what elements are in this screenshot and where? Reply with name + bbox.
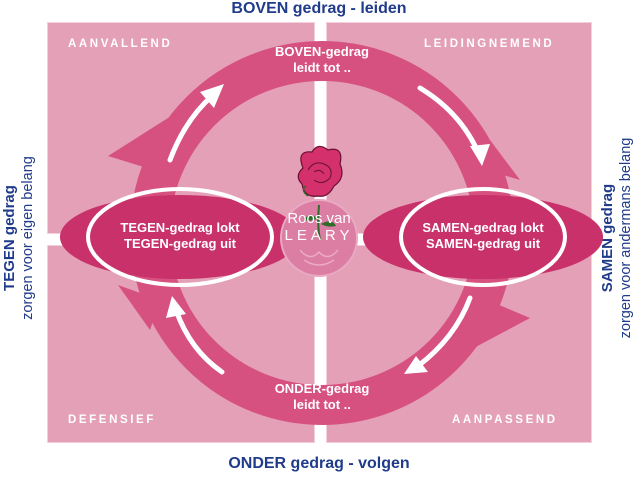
right-node-outline — [399, 187, 567, 287]
quadrant-label-bottom-left: DEFENSIEF — [68, 414, 156, 426]
arrow-curve-top-right — [417, 85, 481, 155]
rose-icon — [297, 145, 343, 241]
arrowhead-top-right — [470, 144, 490, 166]
ring-notch-left — [118, 285, 160, 330]
center-node-text: Roos van LEARY — [269, 210, 369, 244]
top-axis-label: BOVEN gedrag - leiden — [231, 0, 407, 17]
center-line2: LEARY — [284, 227, 354, 244]
top-node-text: BOVEN-gedrag leidt tot .. — [252, 44, 392, 76]
top-node-line1: BOVEN-gedrag — [275, 44, 369, 59]
bottom-node-text: ONDER-gedrag leidt tot .. — [252, 381, 392, 413]
quadrant-label-top-left: AANVALLEND — [68, 38, 173, 50]
arrowhead-top-left — [200, 84, 224, 108]
left-node-text: TEGEN-gedrag lokt TEGEN-gedrag uit — [100, 220, 260, 252]
arrow-curve-top-left — [167, 93, 215, 163]
ring-arrowhead-bottom-right — [470, 296, 530, 350]
right-node-line2: SAMEN-gedrag uit — [425, 236, 541, 251]
ring-notch-right — [480, 140, 520, 180]
left-node-outline — [86, 187, 274, 287]
bottom-node-line1: ONDER-gedrag — [274, 381, 370, 396]
ring-arrowhead-top-left — [108, 118, 168, 172]
arrow-curve-bottom-right — [415, 295, 473, 369]
arrow-curve-bottom-left — [173, 307, 225, 375]
arrowhead-bottom-left — [166, 296, 186, 318]
bottom-node-line2: leidt tot .. — [293, 397, 351, 412]
quadrant-label-top-right: LEIDINGNEMEND — [424, 38, 555, 50]
arrowhead-bottom-right — [404, 356, 428, 374]
left-node-ellipse — [60, 195, 300, 279]
right-node-ellipse — [363, 195, 603, 279]
left-node-line2: TEGEN-gedrag uit — [124, 236, 236, 251]
left-node-line1: TEGEN-gedrag lokt — [120, 220, 240, 235]
quadrant-label-bottom-right: AANPASSEND — [452, 414, 558, 426]
center-line1: Roos van — [287, 210, 351, 227]
center-ornament — [299, 249, 339, 266]
bottom-axis-label: ONDER gedrag - volgen — [228, 455, 410, 472]
top-node-line2: leidt tot .. — [293, 60, 351, 75]
right-node-line1: SAMEN-gedrag lokt — [422, 220, 544, 235]
right-node-text: SAMEN-gedrag lokt SAMEN-gedrag uit — [403, 220, 563, 252]
